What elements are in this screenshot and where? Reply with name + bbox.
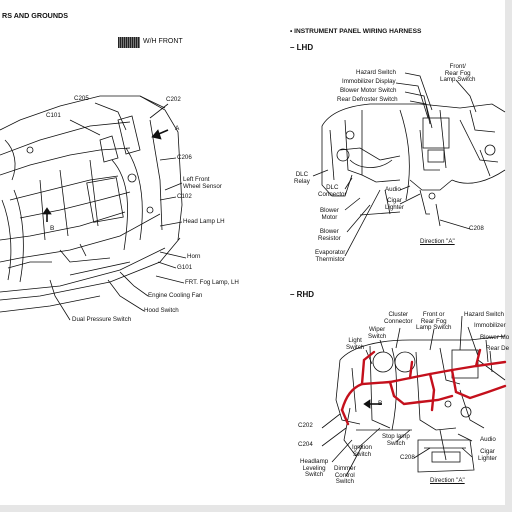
rhd-c208: C208: [400, 454, 415, 461]
lhd-evaporator-thermistor: Evaporator Thermistor: [315, 249, 346, 263]
lhd-direction-a: Direction "A": [420, 238, 455, 245]
lhd-blower-resistor: Blower Resistor: [318, 228, 341, 242]
lhd-c208: C208: [469, 225, 484, 232]
label-engine-cooling-fan: Engine Cooling Fan: [148, 292, 203, 299]
rhd-stop-lamp-switch: Stop lamp Switch: [382, 433, 410, 447]
rhd-c204: C204: [298, 441, 313, 448]
label-c206: C206: [177, 154, 192, 161]
label-horn: Horn: [187, 253, 201, 260]
rhd-panel-drawing: [321, 315, 506, 477]
label-head-lamp-lh: Head Lamp LH: [183, 218, 225, 225]
rhd-blower-motor: Blower Mo: [480, 334, 510, 341]
lhd-blower-motor-switch: Blower Motor Switch: [340, 87, 397, 94]
rhd-dimmer-control-switch: Dimmer Control Switch: [334, 465, 356, 486]
label-c101: C101: [46, 112, 61, 119]
rhd-front-rear-fog-lamp-switch: Front or Rear Fog Lamp Switch: [416, 311, 452, 332]
lhd-immobilizer-display: Immobilizer Display: [342, 78, 396, 85]
rhd-wiper-switch: Wiper Switch: [368, 326, 387, 340]
rhd-immobilizer: Immobilizer: [474, 322, 506, 329]
rhd-light-switch: Light Switch: [346, 337, 365, 351]
rhd-direction-a: Direction "A": [430, 477, 465, 484]
arrow-a-label: A: [175, 125, 180, 132]
lhd-dlc-connector: DLC Connector: [318, 184, 347, 198]
rhd-headlamp-leveling-switch: Headlamp Leveling Switch: [300, 458, 329, 479]
rhd-rear-defroster: Rear De: [486, 345, 510, 352]
lhd-front-rear-fog-lamp-switch: Front/ Rear Fog Lamp Switch: [440, 63, 476, 84]
page-title: RS AND GROUNDS: [2, 11, 69, 20]
rhd-harness-highlight: [340, 348, 507, 426]
rhd-cluster-connector: Cluster Connector: [384, 311, 413, 325]
engine-bay-drawing: [0, 95, 187, 321]
lhd-hazard-switch: Hazard Switch: [356, 69, 396, 76]
label-c205: C205: [74, 95, 89, 102]
section-title: • INSTRUMENT PANEL WIRING HARNESS: [290, 28, 422, 35]
label-c202: C202: [166, 96, 181, 103]
section-title-text: INSTRUMENT PANEL WIRING HARNESS: [294, 28, 422, 35]
lhd-cigar-lighter: Cigar Lighter: [385, 197, 404, 211]
rhd-ignition-switch: Ignition Switch: [352, 444, 372, 458]
rhd-audio: Audio: [480, 436, 496, 443]
label-g101: G101: [177, 264, 193, 271]
label-left-front-wheel-sensor: Left Front Wheel Sensor: [183, 176, 222, 190]
lhd-rear-defroster-switch: Rear Defroster Switch: [337, 96, 398, 103]
label-hood-switch: Hood Switch: [144, 307, 179, 314]
lhd-dlc-relay: DLC Relay: [294, 171, 310, 185]
lhd-audio: Audio: [385, 186, 401, 193]
lhd-blower-motor: Blower Motor: [320, 207, 339, 221]
lhd-panel-drawing: [312, 72, 506, 257]
rhd-hazard-switch: Hazard Switch: [464, 311, 504, 318]
label-c102: C102: [177, 193, 192, 200]
rhd-label: – RHD: [290, 290, 315, 299]
rhd-c202: C202: [298, 422, 313, 429]
rhd-arrow-b-label: B: [378, 400, 383, 407]
lhd-label: – LHD: [290, 43, 314, 52]
arrow-b-label: B: [50, 225, 55, 232]
label-dual-pressure-switch: Dual Pressure Switch: [72, 316, 132, 323]
wh-front-legend-label: W/H FRONT: [143, 38, 183, 45]
label-frt-fog-lamp-lh: FRT. Fog Lamp, LH: [185, 279, 239, 286]
rhd-cigar-lighter: Cigar Lighter: [478, 448, 497, 462]
wh-front-legend-swatch: [118, 37, 140, 48]
